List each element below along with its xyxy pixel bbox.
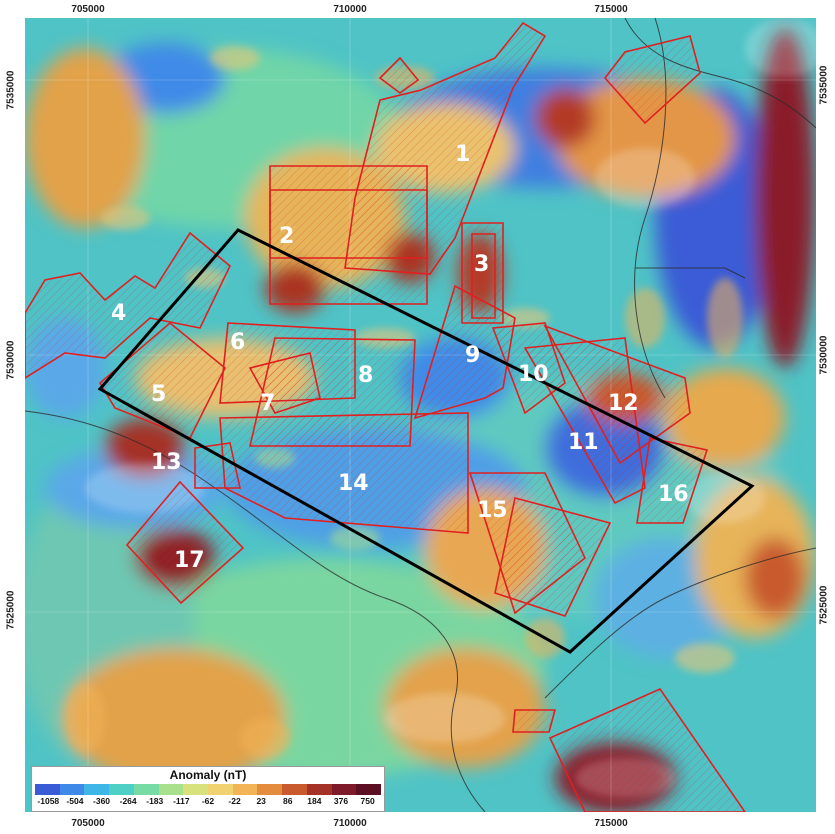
legend-tick: -264 <box>119 796 137 806</box>
legend-swatch <box>158 784 184 795</box>
magnetic-anomaly-map[interactable]: 1 2 3 4 5 6 7 8 9 10 11 12 13 14 15 16 1… <box>25 18 816 812</box>
legend-swatch <box>356 784 382 795</box>
y-coord-right-7535000: 7535000 <box>818 65 830 105</box>
anomaly-legend: Anomaly (nT) -1058 -504 -360 -264 -183 -117 -6… <box>31 766 385 812</box>
legend-tick: -1058 <box>37 796 60 806</box>
legend-tick: 23 <box>256 796 266 806</box>
license-areas <box>25 21 746 812</box>
legend-swatch <box>133 784 159 795</box>
y-coord-right-7530000: 7530000 <box>818 335 830 375</box>
y-coord-right-7525000: 7525000 <box>818 585 830 625</box>
area-label-5: 5 <box>151 382 166 407</box>
legend-tick: -183 <box>146 796 164 806</box>
x-coord-bottom-715000: 715000 <box>594 818 628 829</box>
area-label-17: 17 <box>174 548 205 573</box>
area-label-15: 15 <box>477 498 508 523</box>
legend-swatch <box>59 784 85 795</box>
legend-swatch <box>208 784 233 795</box>
area-12-outline <box>543 324 691 465</box>
area-label-10: 10 <box>518 362 549 387</box>
project-boundary <box>97 228 755 654</box>
legend-swatch <box>331 784 357 795</box>
legend-color-bar <box>35 784 382 795</box>
area-17-outline <box>125 480 245 605</box>
legend-tick: -22 <box>228 796 241 806</box>
legend-tick: 750 <box>360 796 375 806</box>
area-labels: 1 2 3 4 5 6 7 8 9 10 11 12 13 14 15 16 1… <box>111 142 689 573</box>
area-northeast-outline <box>603 35 701 125</box>
y-coord-left-7525000: 7525000 <box>5 590 17 630</box>
area-label-7: 7 <box>260 391 275 416</box>
legend-tick: 376 <box>333 796 349 806</box>
area-4-outline <box>25 231 231 379</box>
legend-swatch <box>35 784 60 795</box>
legend-tick: -360 <box>93 796 111 806</box>
x-coord-bottom-705000: 705000 <box>71 818 105 829</box>
area-label-16: 16 <box>658 482 689 507</box>
area-label-2: 2 <box>279 224 294 249</box>
legend-swatch <box>257 784 283 795</box>
area-label-12: 12 <box>608 391 639 416</box>
area-2-inner-outline <box>269 189 428 259</box>
legend-title: Anomaly (nT) <box>169 768 247 782</box>
legend-tick: -504 <box>66 796 84 806</box>
area-label-8: 8 <box>358 363 373 388</box>
area-south-outline <box>512 709 557 733</box>
area-label-1: 1 <box>455 142 470 167</box>
x-coord-top-715000: 715000 <box>594 4 628 15</box>
legend-swatch <box>282 784 307 795</box>
area-5-outline <box>98 321 227 440</box>
legend-swatch <box>84 784 110 795</box>
area-15b-outline <box>494 497 612 617</box>
y-coord-left-7530000: 7530000 <box>5 340 17 380</box>
legend-swatch <box>109 784 134 795</box>
area-16-outline <box>636 437 709 524</box>
legend-swatch <box>232 784 258 795</box>
area-label-6: 6 <box>230 330 245 355</box>
area-label-9: 9 <box>465 343 480 368</box>
area-label-11: 11 <box>568 430 599 455</box>
legend-tick: 86 <box>283 796 293 806</box>
area-label-4: 4 <box>111 301 126 326</box>
legend-tick: 184 <box>307 796 322 806</box>
legend-swatch <box>306 784 332 795</box>
legend-tick: -62 <box>201 796 215 806</box>
area-label-13: 13 <box>151 450 182 475</box>
x-coord-bottom-710000: 710000 <box>333 818 367 829</box>
area-1-outline <box>378 56 420 94</box>
x-coord-top-705000: 705000 <box>71 4 105 15</box>
area-label-14: 14 <box>338 471 369 496</box>
area-southeast-outline <box>548 687 746 812</box>
legend-ticks: -1058 -504 -360 -264 -183 -117 -62 -22 23 86 184 37… <box>35 796 381 809</box>
area-label-3: 3 <box>474 252 489 277</box>
legend-swatch <box>183 784 209 795</box>
legend-tick: -117 <box>173 796 190 806</box>
y-coord-left-7535000: 7535000 <box>5 70 17 110</box>
x-coord-top-710000: 710000 <box>333 4 367 15</box>
area-14-outline <box>219 412 469 534</box>
